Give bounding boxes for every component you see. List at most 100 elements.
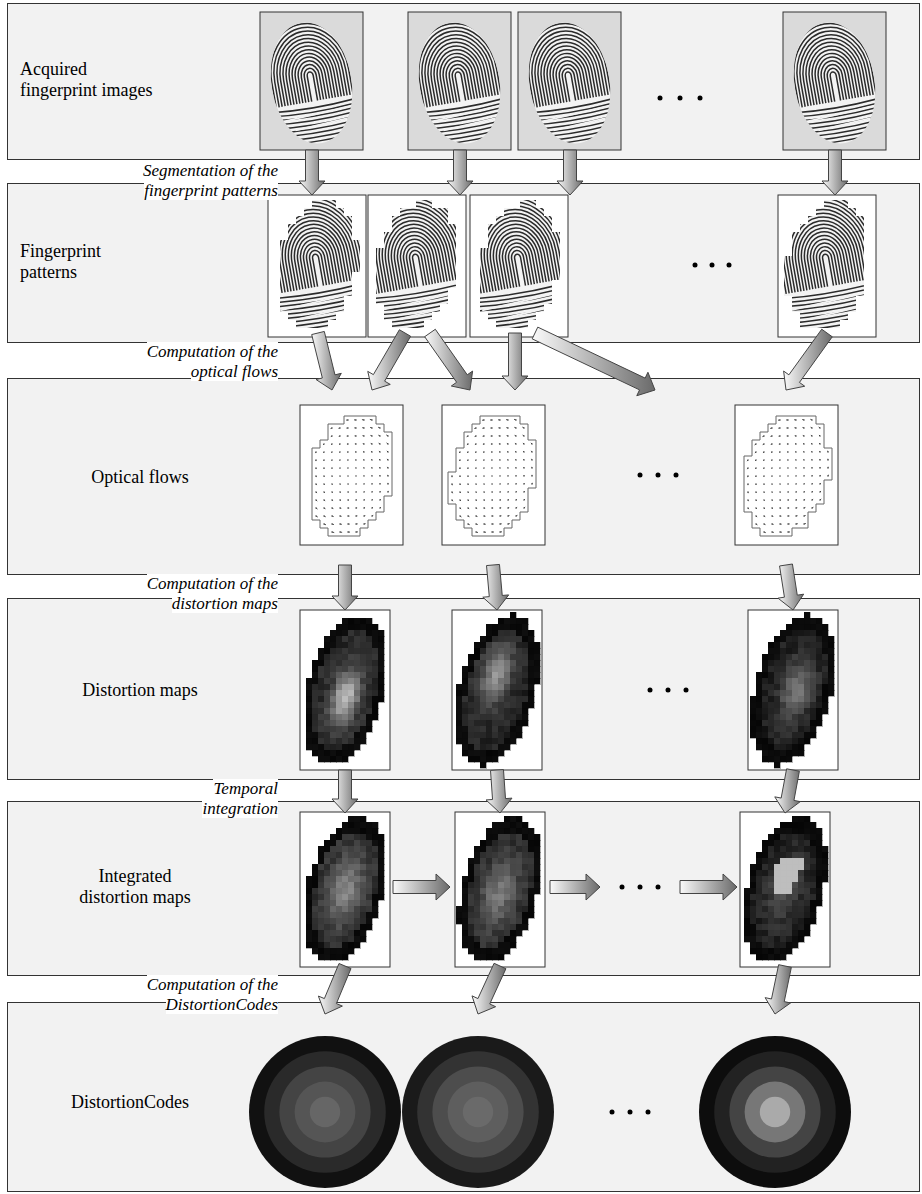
map-cell — [480, 762, 486, 768]
map-cell — [792, 666, 798, 672]
map-cell — [348, 858, 354, 864]
map-cell — [504, 714, 510, 720]
flow-point — [803, 419, 804, 420]
flow-vector — [794, 427, 796, 428]
flow-point — [763, 467, 764, 468]
map-cell — [486, 630, 492, 636]
map-cell — [522, 672, 528, 678]
flow-vector — [355, 435, 356, 436]
map-cell — [360, 732, 366, 738]
flow-vector — [484, 500, 486, 501]
ridge-line — [477, 322, 584, 344]
map-cell — [342, 840, 348, 846]
map-cell — [810, 672, 816, 678]
map-cell — [378, 630, 384, 636]
finger-skin — [248, 2, 376, 164]
flow-vector — [779, 436, 780, 437]
ridge-line — [467, 199, 564, 293]
flow-point — [755, 507, 756, 508]
flow-point — [363, 491, 364, 492]
map-cell — [786, 738, 792, 744]
flow-point — [339, 491, 340, 492]
flow-vector — [804, 515, 806, 517]
flow-point — [507, 443, 508, 444]
flow-point — [339, 467, 340, 468]
map-cell — [354, 726, 360, 732]
flow-vector — [788, 499, 790, 500]
map-cell — [822, 630, 828, 636]
flow-vector — [331, 468, 332, 470]
flow-vector — [788, 515, 789, 516]
flow-vector — [787, 459, 789, 460]
map-cell — [810, 702, 816, 708]
flow-vector — [484, 492, 486, 493]
flow-point — [515, 507, 516, 508]
map-cell — [774, 648, 780, 654]
map-cell — [378, 642, 384, 648]
map-cell — [810, 684, 816, 690]
flow-vector — [812, 507, 813, 509]
flow-point — [491, 491, 492, 492]
optical-flow — [735, 405, 838, 545]
map-cell — [780, 702, 786, 708]
map-cell — [786, 696, 792, 702]
flow-point — [747, 475, 748, 476]
flow-vector — [780, 492, 782, 493]
map-cell — [528, 660, 534, 666]
ridge-line — [421, 137, 520, 157]
map-cell — [492, 678, 498, 684]
map-cell — [318, 648, 324, 654]
flow-vector — [820, 491, 822, 492]
map-cell — [378, 636, 384, 642]
map-cell — [792, 732, 798, 738]
flow-vector — [492, 500, 494, 501]
flow-vector — [340, 500, 342, 501]
map-cell — [786, 630, 792, 636]
map-cell — [360, 882, 366, 888]
flow-vector — [500, 475, 501, 476]
ridge-line — [792, 112, 891, 132]
flow-point — [771, 483, 772, 484]
map-cell — [474, 750, 480, 756]
flow-vector — [500, 499, 502, 500]
map-cell — [372, 702, 378, 708]
map-cell — [378, 870, 384, 876]
map-cell — [348, 660, 354, 666]
flow-point — [763, 435, 764, 436]
flow-point — [755, 475, 756, 476]
map-cell — [810, 636, 816, 642]
ridge-line — [474, 301, 581, 323]
map-cell — [372, 630, 378, 636]
stage-label: Acquired fingerprint images — [20, 59, 160, 101]
flow-vector — [770, 428, 772, 429]
flow-point — [363, 419, 364, 420]
flow-vector — [827, 451, 828, 452]
flow-vector — [828, 467, 829, 468]
flow-point — [483, 523, 484, 524]
flow-vector — [347, 444, 348, 445]
label-holder: Computation of the optical flows — [108, 342, 278, 382]
map-cell — [510, 714, 516, 720]
map-cell — [468, 684, 474, 690]
flow-point — [491, 467, 492, 468]
map-cell — [786, 672, 792, 678]
map-cell — [354, 702, 360, 708]
map-cell — [474, 648, 480, 654]
flow-point — [371, 507, 372, 508]
map-cell — [804, 636, 810, 642]
map-cell — [792, 726, 798, 732]
flow-vector — [515, 459, 517, 461]
flow-point — [331, 531, 332, 532]
drawing-part — [503, 0, 635, 164]
map-cell — [474, 756, 480, 762]
flow-point — [819, 491, 820, 492]
map-cell — [768, 696, 774, 702]
map-cell — [486, 654, 492, 660]
map-cell — [486, 696, 492, 702]
ridge-line — [419, 125, 518, 145]
flow-point — [379, 443, 380, 444]
flow-vector — [354, 427, 356, 428]
flow-point — [499, 483, 500, 484]
flow-vector — [780, 524, 782, 525]
map-cell — [372, 660, 378, 666]
